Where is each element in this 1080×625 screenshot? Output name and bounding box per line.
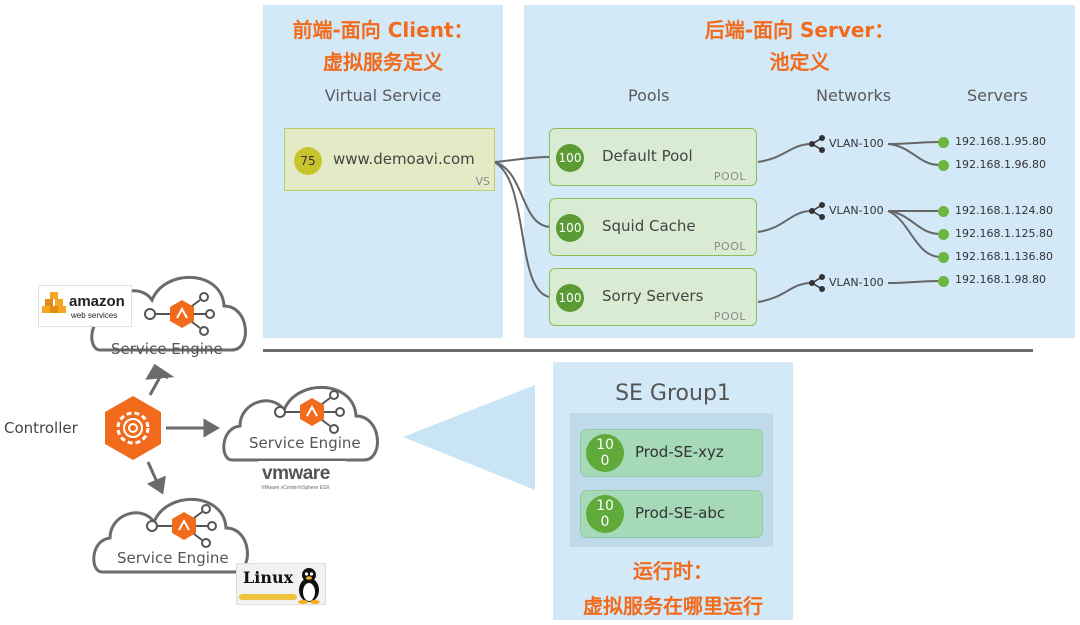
vmware-logo-subtext: VMware vCenter/vSphere ESX [261, 485, 330, 491]
aws-cubes-icon [42, 292, 66, 313]
runtime-title-line1: 运行时： [633, 559, 713, 583]
server-status-dot [938, 206, 949, 217]
pool-tag: POOL [713, 310, 746, 323]
server-address[interactable]: 192.168.1.95.80 [955, 135, 1046, 148]
tux-penguin-icon [298, 568, 320, 604]
backend-title-line1: 后端-面向 Server： [704, 18, 895, 42]
pool-health-badge: 100 [556, 144, 584, 172]
pool-tag: POOL [713, 170, 746, 183]
vs-health-badge: 75 [294, 147, 322, 175]
server-address[interactable]: 192.168.1.98.80 [955, 273, 1046, 286]
se-health-badge: 10 0 [586, 434, 624, 472]
service-engine-label-linux: Service Engine [117, 549, 229, 567]
server-status-dot [938, 252, 949, 263]
linux-logo: Linux [236, 563, 326, 605]
pool-health-badge: 100 [556, 284, 584, 312]
section-divider [263, 349, 1033, 352]
vs-name: www.demoavi.com [333, 150, 475, 168]
vmware-logo-text: vmware [262, 463, 330, 484]
pool-sorry-servers[interactable]: 100 Sorry Servers POOL [549, 268, 757, 326]
networks-column-header: Networks [816, 86, 892, 105]
pool-tag: POOL [713, 240, 746, 253]
vmware-logo: vmware VMware vCenter/vSphere ESX [258, 461, 346, 498]
network-vlan-3[interactable]: VLAN-100 [829, 276, 884, 289]
server-address[interactable]: 192.168.1.124.80 [955, 204, 1053, 217]
pool-name: Default Pool [602, 147, 693, 165]
linux-logo-text: Linux [243, 568, 294, 587]
frontend-title-line1: 前端-面向 Client： [292, 18, 474, 42]
runtime-title-line2: 虚拟服务在哪里运行 [583, 594, 763, 618]
vs-tag: VS [475, 175, 490, 188]
service-engine-label-aws: Service Engine [111, 340, 223, 358]
service-engine-label-vmware: Service Engine [249, 434, 361, 452]
controller-label: Controller [4, 419, 78, 437]
aws-logo: amazon web services [38, 285, 132, 327]
pools-column-header: Pools [628, 86, 670, 105]
se-name: Prod-SE-xyz [635, 443, 724, 461]
network-vlan-2[interactable]: VLAN-100 [829, 204, 884, 217]
backend-title-line2: 池定义 [769, 50, 830, 74]
server-address[interactable]: 192.168.1.136.80 [955, 250, 1053, 263]
se-group-list: 10 0 Prod-SE-xyz 10 0 Prod-SE-abc [570, 413, 773, 547]
controller-gear-icon [105, 396, 161, 460]
server-status-dot [938, 137, 949, 148]
server-status-dot [938, 276, 949, 287]
vs-column-header: Virtual Service [324, 86, 442, 105]
se-item-prod-abc[interactable]: 10 0 Prod-SE-abc [580, 490, 763, 538]
pointer-triangle [403, 385, 535, 490]
se-group-title: SE Group1 [615, 381, 731, 406]
network-icons [809, 135, 825, 292]
server-address[interactable]: 192.168.1.96.80 [955, 158, 1046, 171]
pool-name: Sorry Servers [602, 287, 704, 305]
aws-logo-text: amazon [69, 293, 125, 310]
server-status-dot [938, 160, 949, 171]
pool-name: Squid Cache [602, 217, 696, 235]
se-name: Prod-SE-abc [635, 504, 726, 522]
se-health-badge: 10 0 [586, 495, 624, 533]
virtual-service-box[interactable]: 75 www.demoavi.com VS [284, 128, 495, 191]
pool-health-badge: 100 [556, 214, 584, 242]
pool-default[interactable]: 100 Default Pool POOL [549, 128, 757, 186]
frontend-title-line2: 虚拟服务定义 [323, 50, 443, 74]
servers-column-header: Servers [967, 86, 1028, 105]
se-icons [144, 292, 345, 548]
server-address[interactable]: 192.168.1.125.80 [955, 227, 1053, 240]
aws-logo-subtext: web services [71, 311, 118, 320]
se-item-prod-xyz[interactable]: 10 0 Prod-SE-xyz [580, 429, 763, 477]
network-vlan-1[interactable]: VLAN-100 [829, 137, 884, 150]
pool-squid-cache[interactable]: 100 Squid Cache POOL [549, 198, 757, 256]
server-status-dot [938, 229, 949, 240]
